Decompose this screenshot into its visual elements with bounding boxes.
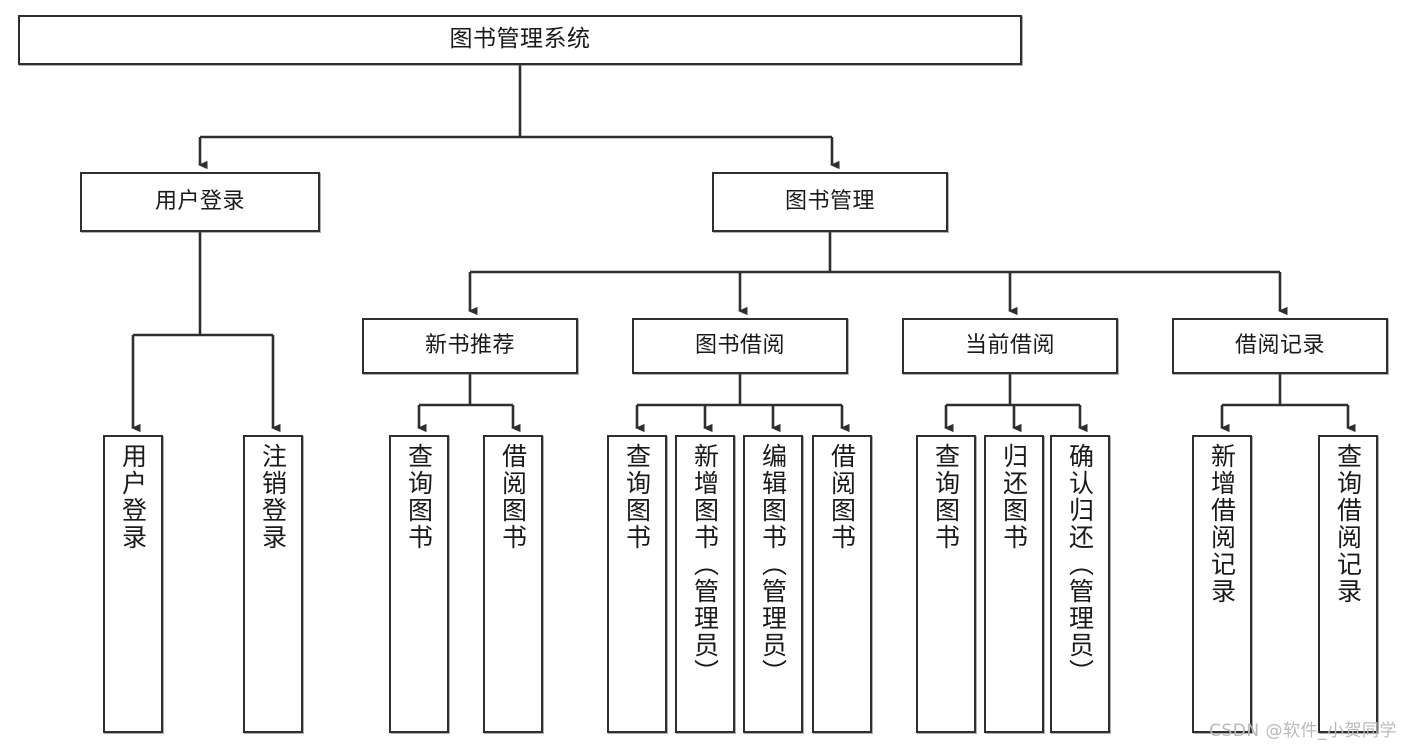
node-book-borrow[interactable]: 图书借阅 (632, 318, 848, 374)
node-current-borrow[interactable]: 当前借阅 (902, 318, 1118, 374)
node-label-book-manage: 图书管理 (784, 188, 875, 214)
node-leaf-user-login[interactable]: 用户登录 (103, 435, 163, 733)
node-new-book-recommend[interactable]: 新书推荐 (362, 318, 578, 374)
node-label-leaf-borrow-book-2: 借阅图书 (827, 443, 857, 551)
node-user-login[interactable]: 用户登录 (80, 172, 320, 232)
node-label-leaf-query-book-3: 查询图书 (931, 443, 961, 551)
node-label-leaf-edit-book: 编辑图书（管理员） (758, 443, 788, 686)
node-label-leaf-query-book-1: 查询图书 (404, 443, 434, 551)
node-book-manage[interactable]: 图书管理 (712, 172, 948, 232)
node-label-current-borrow: 当前借阅 (964, 332, 1055, 358)
node-leaf-query-record[interactable]: 查询借阅记录 (1318, 435, 1378, 733)
node-leaf-add-book[interactable]: 新增图书（管理员） (675, 435, 735, 733)
node-borrow-record[interactable]: 借阅记录 (1172, 318, 1388, 374)
node-leaf-confirm-return[interactable]: 确认归还（管理员） (1050, 435, 1110, 733)
node-leaf-user-logout[interactable]: 注销登录 (243, 435, 303, 733)
node-label-leaf-add-record: 新增借阅记录 (1207, 443, 1237, 605)
node-leaf-query-book-1[interactable]: 查询图书 (389, 435, 449, 733)
node-label-user-login: 用户登录 (154, 188, 245, 214)
node-leaf-edit-book[interactable]: 编辑图书（管理员） (743, 435, 803, 733)
node-label-book-borrow: 图书借阅 (694, 332, 785, 358)
node-label-root: 图书管理系统 (449, 26, 591, 53)
node-leaf-borrow-book-1[interactable]: 借阅图书 (483, 435, 543, 733)
node-label-leaf-add-book: 新增图书（管理员） (690, 443, 720, 686)
node-leaf-add-record[interactable]: 新增借阅记录 (1192, 435, 1252, 733)
node-label-leaf-borrow-book-1: 借阅图书 (498, 443, 528, 551)
node-leaf-return-book[interactable]: 归还图书 (984, 435, 1044, 733)
node-leaf-query-book-3[interactable]: 查询图书 (916, 435, 976, 733)
node-label-leaf-user-logout: 注销登录 (258, 443, 288, 551)
node-leaf-borrow-book-2[interactable]: 借阅图书 (812, 435, 872, 733)
node-label-leaf-return-book: 归还图书 (999, 443, 1029, 551)
node-label-borrow-record: 借阅记录 (1234, 332, 1325, 358)
node-label-leaf-query-book-2: 查询图书 (622, 443, 652, 551)
node-label-new-book-recommend: 新书推荐 (424, 332, 515, 358)
node-label-leaf-confirm-return: 确认归还（管理员） (1065, 443, 1095, 686)
node-root-system[interactable]: 图书管理系统 (18, 15, 1022, 65)
node-leaf-query-book-2[interactable]: 查询图书 (607, 435, 667, 733)
node-label-leaf-user-login: 用户登录 (118, 443, 148, 551)
node-label-leaf-query-record: 查询借阅记录 (1333, 443, 1363, 605)
